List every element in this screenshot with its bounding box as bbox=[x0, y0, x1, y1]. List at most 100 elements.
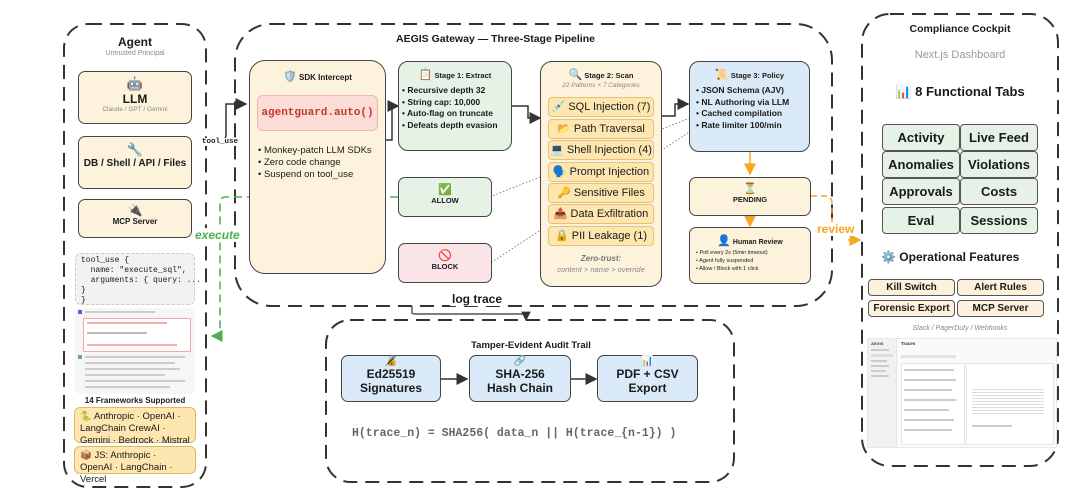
feature-kill-switch[interactable]: Kill Switch bbox=[868, 279, 955, 296]
agent-title: Agent bbox=[118, 35, 152, 49]
audit-title: Tamper-Evident Audit Trail bbox=[471, 340, 591, 351]
llm-sub: Claude / GPT / Gemini bbox=[102, 106, 168, 113]
scan-category-sql-injection: 💉 SQL Injection (7) bbox=[548, 97, 654, 117]
stage3-policy-box: 📜 Stage 3: Policy JSON Schema (AJV) NL A… bbox=[689, 61, 810, 152]
laptop-icon: 💻 bbox=[550, 144, 564, 156]
sdk-header: 🛡️ SDK Intercept bbox=[250, 70, 385, 83]
zero-trust-title: Zero-trust: bbox=[580, 254, 622, 263]
code-line: } bbox=[81, 296, 86, 305]
audit-step-signatures: 🔏 Ed25519 Signatures bbox=[341, 355, 441, 402]
tools-label: DB / Shell / API / Files bbox=[83, 158, 187, 169]
sdk-intercept-box: 🛡️ SDK Intercept agentguard.auto() Monke… bbox=[249, 60, 386, 274]
hourglass-icon: ⏳ bbox=[743, 183, 757, 195]
human-review-box: 👤 Human Review Poll every 2s (5min timeo… bbox=[689, 227, 811, 284]
tool-use-arrow bbox=[207, 98, 248, 141]
tab-sessions[interactable]: Sessions bbox=[960, 207, 1038, 234]
tab-eval[interactable]: Eval bbox=[882, 207, 960, 234]
no-entry-icon: 🚫 bbox=[438, 250, 452, 262]
syringe-icon: 💉 bbox=[551, 101, 566, 113]
sdk-to-stage1-arrow bbox=[386, 100, 400, 141]
tab-violations[interactable]: Violations bbox=[960, 151, 1038, 178]
tabs-heading: 📊 8 Functional Tabs bbox=[862, 84, 1058, 100]
audit-step-line2: Signatures bbox=[359, 381, 422, 395]
block-decision-box: 🚫 BLOCK bbox=[398, 243, 492, 283]
scan-category-shell-injection: 💻 Shell Injection (4) bbox=[548, 140, 654, 160]
stage3-bullet: Rate limiter 100/min bbox=[696, 120, 809, 132]
human-review-bullet: Poll every 2s (5min timeout) bbox=[696, 249, 810, 257]
tab-approvals[interactable]: Approvals bbox=[882, 178, 960, 205]
dashboard-screenshot-thumbnail: AEGIS Traces bbox=[867, 338, 1057, 448]
audit-step-line1: Ed25519 bbox=[366, 367, 416, 381]
tool-use-label: tool_use bbox=[202, 138, 239, 146]
stage3-bullet: NL Authoring via LLM bbox=[696, 97, 809, 109]
category-label: SQL Injection (7) bbox=[568, 101, 651, 113]
stage3-bullets: JSON Schema (AJV) NL Authoring via LLM C… bbox=[696, 85, 809, 131]
tool-use-code-block: tool_use { name: "execute_sql", argument… bbox=[75, 253, 201, 305]
hash-chain-formula: H(trace_n) = SHA256( data_n || H(trace_{… bbox=[352, 427, 677, 440]
sdk-title: SDK Intercept bbox=[299, 73, 352, 82]
link-icon: 🔗 bbox=[513, 356, 527, 367]
review-label: review bbox=[817, 222, 855, 236]
log-trace-arrow bbox=[411, 306, 531, 322]
key-icon: 🔑 bbox=[557, 187, 571, 199]
scan-category-data-exfiltration: 📤 Data Exfiltration (1) bbox=[548, 204, 654, 238]
human-review-bullets: Poll every 2s (5min timeout) Agent fully… bbox=[696, 249, 810, 273]
stage3-bullet: JSON Schema (AJV) bbox=[696, 85, 809, 97]
tab-activity[interactable]: Activity bbox=[882, 124, 960, 151]
ops-heading: ⚙️ Operational Features bbox=[881, 250, 1019, 264]
tab-anomalies[interactable]: Anomalies bbox=[882, 151, 960, 178]
tab-live-feed[interactable]: Live Feed bbox=[960, 124, 1038, 151]
magnifier-icon: 🔍 bbox=[568, 69, 583, 81]
agent-subtitle: Untrusted Principal bbox=[105, 50, 165, 57]
cockpit-title: Compliance Cockpit bbox=[909, 23, 1011, 35]
lock-icon: 🔒 bbox=[555, 230, 569, 242]
category-label: Shell Injection (4) bbox=[566, 144, 652, 156]
chat-screenshot-thumbnail bbox=[75, 308, 195, 394]
stage1-title: Stage 1: Extract bbox=[434, 71, 492, 80]
audit-step-hash-chain: 🔗 SHA-256 Hash Chain bbox=[469, 355, 571, 402]
stage2-to-stage3-arrow bbox=[662, 98, 690, 117]
mcp-server-box: 🔌 MCP Server bbox=[78, 199, 192, 238]
stage1-header: 📋 Stage 1: Extract bbox=[399, 68, 511, 81]
stage1-bullet: Auto-flag on truncate bbox=[402, 108, 511, 120]
category-label: PII Leakage (1) bbox=[571, 230, 647, 242]
wrench-icon: 🔧 bbox=[126, 142, 144, 157]
stage1-bullet: String cap: 10,000 bbox=[402, 97, 511, 109]
stage1-to-stage2-arrow bbox=[512, 105, 542, 124]
pending-decision-box: ⏳ PENDING bbox=[689, 177, 811, 216]
zero-trust-text: content > name > override bbox=[557, 265, 645, 274]
stage1-bullet: Recursive depth 32 bbox=[402, 85, 511, 97]
scan-category-sensitive-files: 🔑 Sensitive Files (2) bbox=[548, 183, 654, 217]
folder-icon: 📂 bbox=[557, 123, 571, 135]
code-line: } bbox=[81, 286, 86, 295]
code-line: name: "execute_sql", bbox=[81, 266, 187, 275]
signature-lock-icon: 🔏 bbox=[384, 356, 398, 367]
gateway-title: AEGIS Gateway — Three-Stage Pipeline bbox=[396, 33, 595, 45]
llm-box: 🤖 LLM Claude / GPT / Gemini bbox=[78, 71, 192, 124]
code-line: tool_use { bbox=[81, 256, 130, 265]
tab-costs[interactable]: Costs bbox=[960, 178, 1038, 205]
scan-category-pii-leakage: 🔒 PII Leakage (1) bbox=[548, 226, 654, 246]
execute-label: execute bbox=[195, 228, 240, 242]
human-review-bullet: Agent fully suspended bbox=[696, 257, 810, 265]
person-icon: 👤 bbox=[717, 235, 731, 247]
feature-mcp-server[interactable]: MCP Server bbox=[957, 300, 1044, 317]
cockpit-subtitle: Next.js Dashboard bbox=[914, 49, 1006, 61]
sdk-bullets: Monkey-patch LLM SDKs Zero code change S… bbox=[258, 145, 385, 181]
stage1-bullets: Recursive depth 32 String cap: 10,000 Au… bbox=[402, 85, 511, 131]
feature-forensic-export[interactable]: Forensic Export bbox=[868, 300, 955, 317]
stage2-header: 🔍 Stage 2: Scan bbox=[541, 68, 661, 81]
stage3-bullet: Cached compilation bbox=[696, 108, 809, 120]
bar-chart-icon: 📊 bbox=[641, 356, 654, 367]
human-review-title: Human Review bbox=[732, 239, 783, 246]
speaking-head-icon: 🗣️ bbox=[552, 166, 567, 178]
check-icon: ✅ bbox=[438, 184, 452, 196]
frameworks-title: 14 Frameworks Supported bbox=[84, 396, 186, 405]
allow-label: ALLOW bbox=[431, 196, 459, 205]
feature-alert-rules[interactable]: Alert Rules bbox=[957, 279, 1044, 296]
bar-chart-icon: 📊 bbox=[895, 84, 912, 99]
tools-box: 🔧 DB / Shell / API / Files bbox=[78, 136, 192, 189]
robot-icon: 🤖 bbox=[126, 76, 144, 91]
frameworks-python: 🐍 Anthropic · OpenAI · LangChain CrewAI … bbox=[74, 407, 196, 458]
frameworks-js: 📦 JS: Anthropic · OpenAI · LangChain · V… bbox=[74, 446, 196, 485]
